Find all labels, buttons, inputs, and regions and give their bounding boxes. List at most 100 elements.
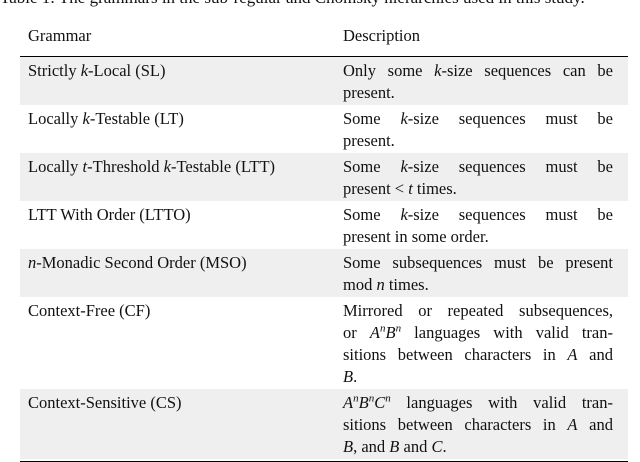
text-segment: Some xyxy=(343,205,401,224)
text-segment: -size sequences must be xyxy=(407,109,613,128)
table-row: Context-Free (CF)Mirrored or repeated su… xyxy=(20,297,628,389)
math-symbol: k xyxy=(80,61,89,80)
math-symbol: k xyxy=(434,61,442,80)
text-segment: , and xyxy=(353,437,390,456)
text-segment: Some xyxy=(343,109,401,128)
text-segment: languages with valid tran- xyxy=(401,323,613,342)
math-symbol: A xyxy=(567,415,578,434)
text-segment: present. xyxy=(343,83,395,102)
description-line: B. xyxy=(343,366,613,388)
text-segment: -Monadic Second Order (MSO) xyxy=(36,253,247,272)
text-segment: and xyxy=(399,437,432,456)
math-symbol: k xyxy=(82,109,90,128)
description-line: Some subsequences must be present xyxy=(343,252,613,274)
math-symbol: k xyxy=(400,205,408,224)
description-cell: Some subsequences must be present mod n t… xyxy=(343,252,613,296)
math-symbol: k xyxy=(163,157,171,176)
description-line: Some k-size sequences must be xyxy=(343,156,613,178)
math-symbol: C xyxy=(374,393,386,412)
math-symbol: A xyxy=(369,323,380,342)
text-segment: languages with valid tran- xyxy=(390,393,613,412)
text-segment: Mirrored or repeated subsequences, xyxy=(343,301,613,320)
text-segment: or xyxy=(343,323,370,342)
text-segment: Context-Sensitive (CS) xyxy=(28,393,182,412)
math-symbol: k xyxy=(400,157,408,176)
math-symbol: n xyxy=(379,322,386,335)
description-line: sitions between characters in A and xyxy=(343,414,613,436)
math-symbol: B xyxy=(343,367,354,386)
description-line: present in some order. xyxy=(343,226,613,248)
math-symbol: B xyxy=(389,437,400,456)
table-row: Strictly k-Local (SL)Only some k-size se… xyxy=(20,57,628,105)
text-segment: -Threshold xyxy=(87,157,164,176)
math-symbol: n xyxy=(376,275,385,294)
grammar-table: Grammar Description Strictly k-Local (SL… xyxy=(20,16,628,462)
text-segment: . xyxy=(353,367,358,386)
text-segment: Some subsequences must be present xyxy=(343,253,613,272)
description-line: Only some k-size sequences can be xyxy=(343,60,613,82)
math-symbol: n xyxy=(353,392,359,405)
text-segment: Locally xyxy=(28,109,83,128)
table-body: Strictly k-Local (SL)Only some k-size se… xyxy=(20,57,628,459)
text-segment: present. xyxy=(343,131,395,150)
math-symbol: t xyxy=(82,157,88,176)
grammar-cell: Locally k-Testable (LT) xyxy=(20,108,343,152)
table-header: Grammar Description xyxy=(20,16,628,57)
math-symbol: n xyxy=(368,392,375,405)
math-symbol: n xyxy=(395,322,402,335)
table-row: Locally k-Testable (LT)Some k-size seque… xyxy=(20,105,628,153)
description-line: Some k-size sequences must be xyxy=(343,108,613,130)
description-line: or AnBn languages with valid tran- xyxy=(343,322,613,344)
text-segment: Only some xyxy=(343,61,435,80)
text-segment: and xyxy=(577,345,614,364)
text-segment: -Local (SL) xyxy=(88,61,166,80)
description-line: Some k-size sequences must be xyxy=(343,204,613,226)
description-line: present < t times. xyxy=(343,178,613,200)
grammar-cell: LTT With Order (LTTO) xyxy=(20,204,343,248)
table-row: LTT With Order (LTTO) Some k-size sequenc… xyxy=(20,201,628,249)
text-segment: present in some order. xyxy=(343,227,489,246)
table-row: n-Monadic Second Order (MSO)Some subsequ… xyxy=(20,249,628,297)
description-line: mod n times. xyxy=(343,274,613,296)
text-segment: sitions between characters in xyxy=(343,345,568,364)
math-symbol: A xyxy=(567,345,578,364)
description-cell: Mirrored or repeated subsequences,or AnB… xyxy=(343,300,613,388)
text-segment: times. xyxy=(384,275,429,294)
text-segment: -size sequences must be xyxy=(407,205,613,224)
math-symbol: B xyxy=(358,393,369,412)
table-row: Context-Sensitive (CS)AnBnCn languages w… xyxy=(20,389,628,459)
math-symbol: A xyxy=(343,393,354,412)
text-segment: Locally xyxy=(28,157,83,176)
math-symbol: C xyxy=(431,437,443,456)
description-line: AnBnCn languages with valid tran- xyxy=(343,392,613,414)
description-line: sitions between characters in A and xyxy=(343,344,613,366)
grammar-cell: Locally t-Threshold k-Testable (LTT) xyxy=(20,156,343,200)
text-segment: sitions between characters in xyxy=(343,415,568,434)
text-segment: -Testable (LT) xyxy=(89,109,184,128)
text-segment: Some xyxy=(343,157,401,176)
text-segment: -size sequences must be xyxy=(407,157,613,176)
math-symbol: n xyxy=(28,253,37,272)
text-segment: Strictly xyxy=(28,61,81,80)
table-caption: Table 1: The grammars in the sub-regular… xyxy=(0,0,585,8)
header-description: Description xyxy=(343,26,420,45)
header-grammar: Grammar xyxy=(28,26,92,45)
table-row: Locally t-Threshold k-Testable (LTT)Some… xyxy=(20,153,628,201)
grammar-cell: Context-Free (CF) xyxy=(20,300,343,388)
description-line: present. xyxy=(343,130,613,152)
text-segment: and xyxy=(577,415,614,434)
description-line: present. xyxy=(343,82,613,104)
text-segment: times. xyxy=(412,179,457,198)
text-segment: mod xyxy=(343,275,377,294)
math-symbol: n xyxy=(385,392,391,405)
math-symbol: t xyxy=(408,179,413,198)
grammar-cell: Strictly k-Local (SL) xyxy=(20,60,343,104)
text-segment: . xyxy=(442,437,447,456)
math-symbol: k xyxy=(400,109,408,128)
text-segment: LTT With Order (LTTO) xyxy=(28,205,191,224)
grammar-cell: Context-Sensitive (CS) xyxy=(20,392,343,458)
